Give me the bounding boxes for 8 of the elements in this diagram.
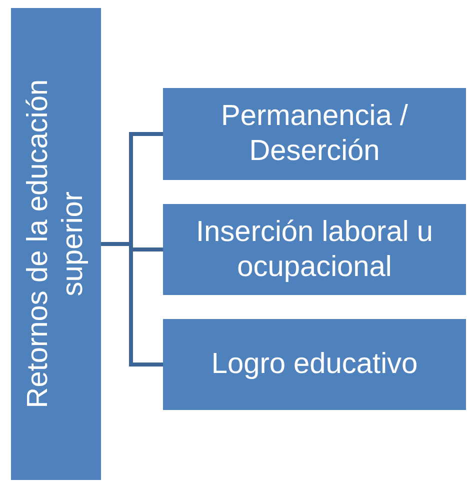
vertical-title-box <box>11 8 101 480</box>
box-label: Inserción laboral u ocupacional <box>195 214 434 284</box>
box-label: Retornos de la educación superior <box>21 78 90 410</box>
category-box <box>163 204 466 295</box>
box-label: Permanencia / Deserción <box>220 99 409 169</box>
box-label: Logro educativo <box>211 347 418 382</box>
category-box <box>163 88 466 180</box>
category-box <box>163 319 466 410</box>
